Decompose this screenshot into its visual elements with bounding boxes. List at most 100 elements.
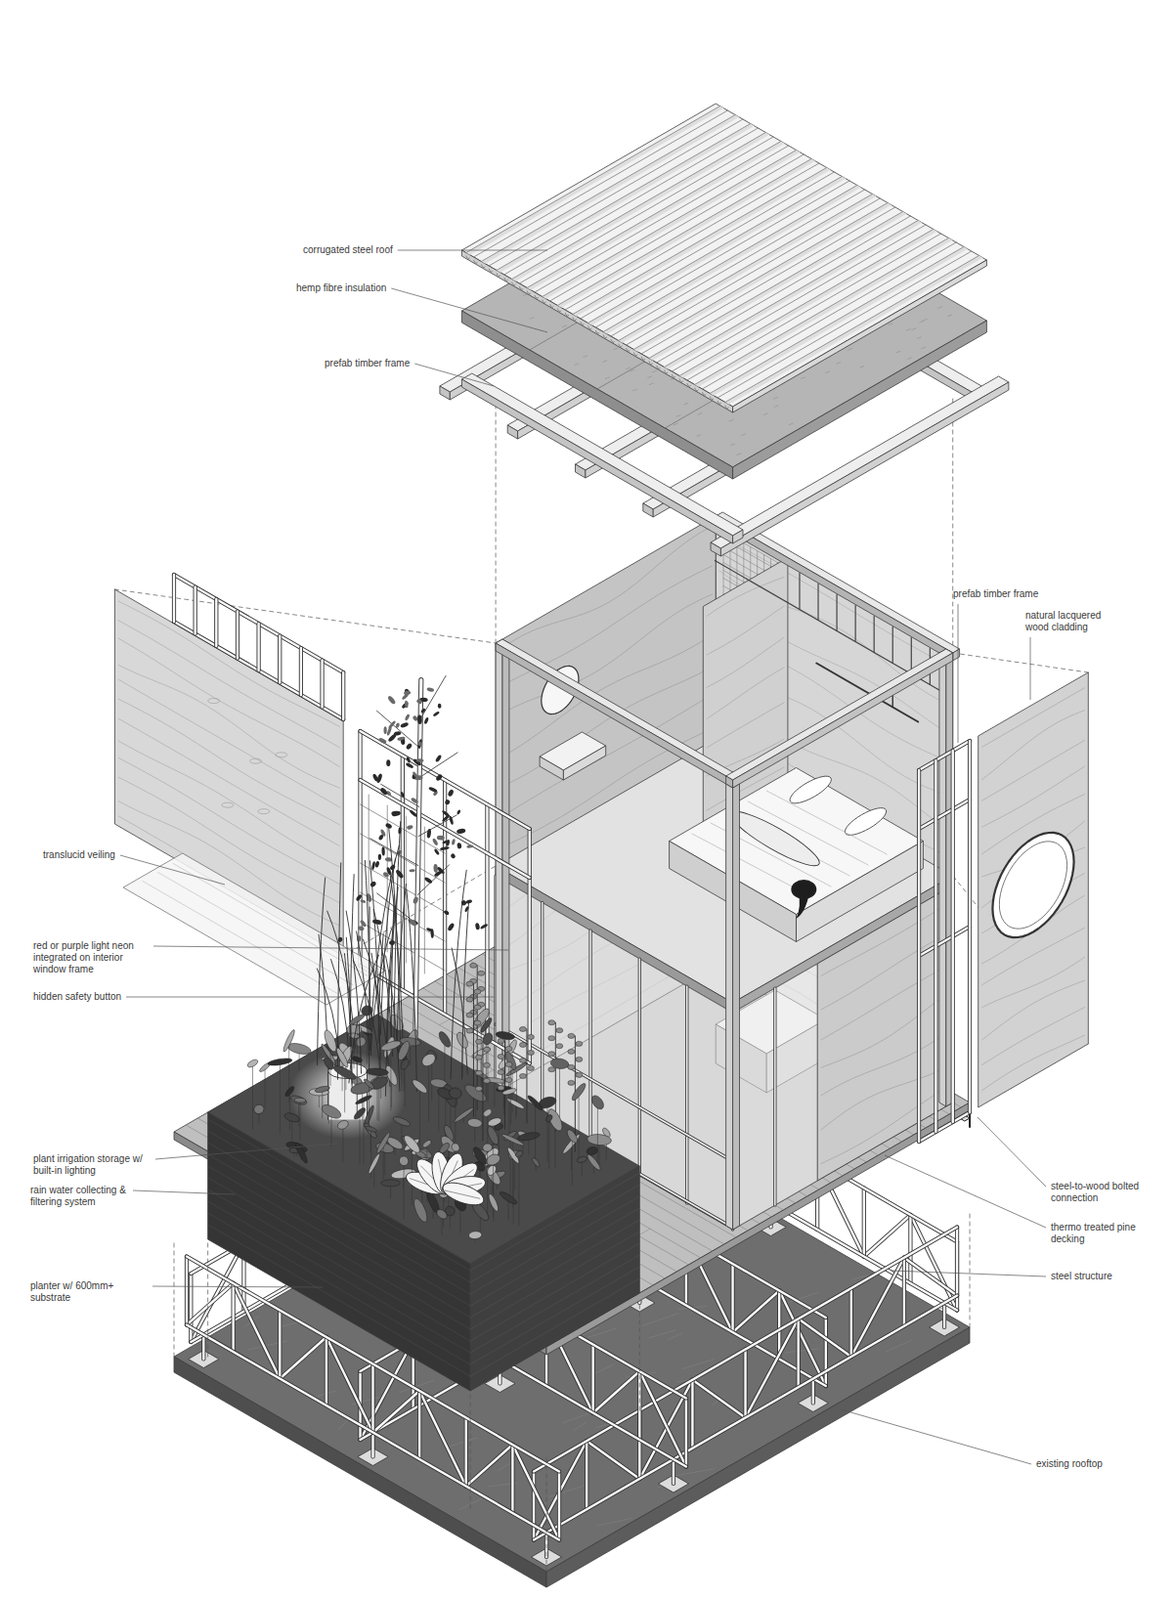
tree-leaf xyxy=(405,756,411,764)
leader-line xyxy=(132,1190,235,1195)
tree-leaf xyxy=(433,710,441,717)
callout-label: natural lacquered wood cladding xyxy=(1025,609,1119,634)
corrugation-edge xyxy=(709,396,714,400)
leader-line xyxy=(1030,637,1032,700)
tree-leaf xyxy=(416,740,423,746)
corrugation-ridge xyxy=(595,180,850,328)
corrugation-edge xyxy=(526,291,531,295)
tree-leaf xyxy=(394,869,405,880)
tree-leaf xyxy=(391,810,401,816)
truss-member xyxy=(464,1418,469,1487)
tree-leaf xyxy=(437,703,442,709)
flower-bell xyxy=(567,1033,575,1039)
plant-leaf xyxy=(436,1030,453,1049)
callout-label: planter w/ 600mm+ substrate xyxy=(30,1280,148,1305)
plant-leaf xyxy=(503,1050,519,1072)
grass-blade xyxy=(450,869,467,1081)
corrugation-edge xyxy=(557,308,562,312)
corrugation-edge xyxy=(496,273,501,277)
wood-grain xyxy=(118,664,341,788)
corrugation-ridge xyxy=(542,150,797,298)
window-frame xyxy=(588,930,592,1148)
wood-grain xyxy=(821,1031,951,1096)
flower-bell xyxy=(475,1086,482,1091)
stud xyxy=(933,760,938,1132)
window-frame xyxy=(773,988,777,1206)
plant-stem xyxy=(510,1135,512,1204)
fibre-texture xyxy=(652,370,656,373)
alignment-line xyxy=(207,1241,209,1357)
leader-line xyxy=(884,1155,1046,1228)
stud xyxy=(173,574,175,622)
plant-stem xyxy=(404,1064,406,1107)
pencil-shading xyxy=(588,1328,616,1338)
wood-grain xyxy=(499,634,713,759)
plant-leaf xyxy=(421,1138,433,1149)
stud xyxy=(319,660,324,708)
exploded-wall-right xyxy=(918,672,1088,1142)
fibre-texture xyxy=(848,348,853,351)
corrugation-ridge xyxy=(618,194,873,342)
tree-leaf xyxy=(408,809,418,819)
tree-leaf xyxy=(411,715,419,723)
plant-leaf xyxy=(450,1141,461,1153)
pencil-shading xyxy=(459,1498,482,1511)
tree-leaf xyxy=(411,771,419,780)
truss-member xyxy=(902,1258,907,1327)
stud xyxy=(236,611,239,659)
stud xyxy=(527,828,532,1064)
tree-branch xyxy=(381,783,420,807)
truss-member xyxy=(466,1444,514,1487)
wood-grain xyxy=(981,710,1086,781)
plant-leaf xyxy=(284,1085,297,1098)
plant-leaf xyxy=(319,1102,344,1122)
planter-texture xyxy=(208,1213,471,1365)
fibre-texture xyxy=(921,347,926,349)
corrugation-ridge xyxy=(587,176,842,324)
tree-leaf xyxy=(404,713,411,722)
stud xyxy=(214,599,218,647)
flower-bell xyxy=(526,1034,534,1040)
tree-leaf xyxy=(405,762,415,770)
stud xyxy=(215,599,218,647)
truss-member xyxy=(849,1288,854,1357)
flower-bell xyxy=(519,1057,526,1063)
wood-grain xyxy=(118,740,341,868)
wood-grain xyxy=(981,688,1086,748)
tree-leaf xyxy=(456,809,462,816)
truss-member xyxy=(824,1317,828,1387)
tree-leaf xyxy=(379,786,389,796)
corrugation-ridge xyxy=(663,220,918,368)
glazing xyxy=(733,963,819,1230)
stud-plate xyxy=(360,780,530,878)
corrugation-ridge xyxy=(565,163,820,310)
tree-leaf xyxy=(424,876,434,885)
window-frame xyxy=(774,988,777,1206)
flower-bell xyxy=(548,1067,556,1073)
leader-line xyxy=(126,997,494,999)
truss-member xyxy=(591,1345,594,1414)
truss-member xyxy=(279,1337,327,1380)
truss-member xyxy=(231,1283,236,1352)
tree-trunk xyxy=(415,680,422,1043)
fibre-texture xyxy=(731,443,736,446)
plant-leaf xyxy=(585,1153,603,1173)
wood-grain xyxy=(981,927,1086,986)
pencil-shading xyxy=(597,1518,633,1526)
roof-beam xyxy=(507,425,518,439)
tree-leaf xyxy=(408,869,415,872)
plant-leaf xyxy=(375,1130,392,1155)
corrugation-ridge xyxy=(625,198,880,346)
leader-line xyxy=(155,1143,338,1160)
truss-member xyxy=(798,1318,852,1357)
tree-leaf xyxy=(393,731,402,737)
wood-knot xyxy=(250,758,262,764)
tree-leaf xyxy=(357,925,366,932)
callout-label: rain water collecting & filtering system xyxy=(30,1184,129,1209)
plant-stem xyxy=(252,1063,254,1131)
corrugation-edge xyxy=(725,405,730,409)
plant-leaf xyxy=(293,1141,309,1165)
flower-bell xyxy=(519,1042,526,1047)
stud-noggin xyxy=(918,799,970,829)
truss-member xyxy=(465,1418,468,1487)
